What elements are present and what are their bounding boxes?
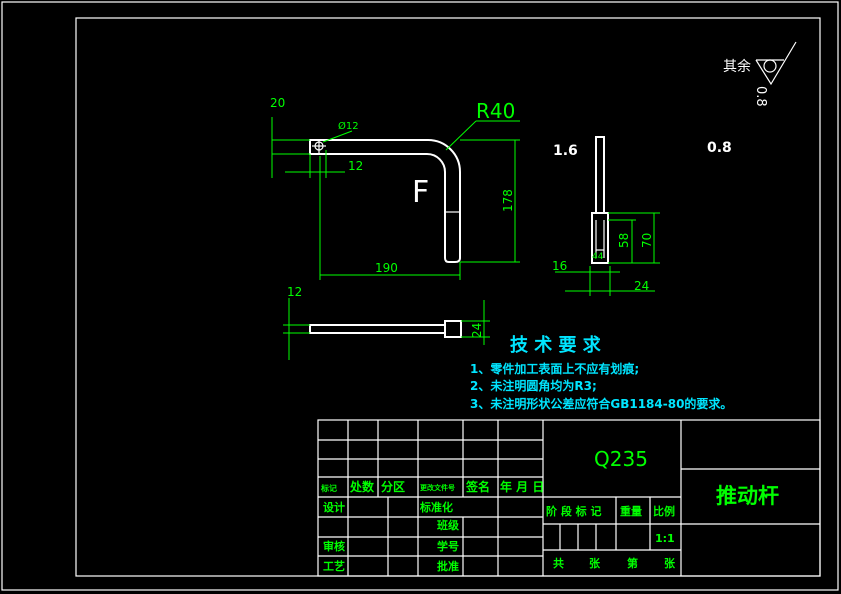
tb-process: 工艺 bbox=[323, 559, 345, 573]
dim-12-top: 12 bbox=[287, 285, 302, 299]
tb-header-date: 年 月 日 bbox=[500, 479, 544, 494]
tb-header-count: 处数 bbox=[349, 479, 375, 494]
tb-review: 审核 bbox=[323, 539, 345, 553]
top-view: 12 24 bbox=[283, 285, 490, 360]
tb-weight: 重量 bbox=[620, 504, 642, 518]
dim-dia12: Ø12 bbox=[338, 120, 359, 132]
tb-sheet-no: 第 bbox=[627, 556, 638, 570]
tb-scale-value: 1:1 bbox=[655, 532, 675, 545]
tb-class: 班级 bbox=[437, 518, 460, 532]
dim-r40: R40 bbox=[476, 99, 515, 123]
tb-student-no: 学号 bbox=[437, 539, 459, 553]
dim-178: 178 bbox=[501, 189, 515, 212]
tb-sheet-unit-2: 张 bbox=[664, 556, 676, 570]
dim-58: 58 bbox=[617, 233, 631, 248]
tb-header-mark: 标记 bbox=[320, 483, 337, 493]
tb-scale-label: 比例 bbox=[653, 504, 675, 518]
roughness-symbol: 其余 0.8 bbox=[723, 41, 797, 107]
dim-190: 190 bbox=[375, 261, 398, 275]
tb-standard: 标准化 bbox=[419, 500, 453, 514]
dim-20: 20 bbox=[270, 96, 285, 110]
requirement-item: 1、零件加工表面上不应有划痕; bbox=[470, 361, 639, 376]
requirements-title: 技 术 要 求 bbox=[510, 334, 602, 356]
roughness-rest-label: 其余 bbox=[723, 58, 751, 75]
tb-approve: 批准 bbox=[437, 559, 459, 573]
tb-header-docno: 更改文件号 bbox=[420, 483, 455, 492]
tb-header-zone: 分区 bbox=[381, 479, 405, 494]
dim-24-side: 24 bbox=[634, 279, 649, 293]
inner-frame bbox=[75, 17, 821, 577]
roughness-value-a: 1.6 bbox=[553, 143, 578, 159]
tb-header-sign: 签名 bbox=[465, 479, 490, 494]
requirement-item: 3、未注明形状公差应符合GB1184-80的要求。 bbox=[470, 396, 732, 411]
rod-outline bbox=[309, 139, 461, 263]
tb-design: 设计 bbox=[323, 500, 345, 514]
side-view: 58 70 16 44 24 bbox=[552, 136, 660, 296]
tb-part-name: 推动杆 bbox=[716, 484, 779, 508]
technical-requirements: 技 术 要 求 1、零件加工表面上不应有划痕; 2、未注明圆角均为R3; 3、未… bbox=[470, 334, 732, 411]
roughness-value-b: 0.8 bbox=[707, 140, 732, 156]
dim-44: 44 bbox=[592, 252, 604, 262]
main-view: 20 Ø12 12 R40 178 190 F bbox=[270, 96, 520, 280]
tb-sheet-unit: 张 bbox=[589, 556, 601, 570]
roughness-rest-value: 0.8 bbox=[753, 86, 768, 107]
view-label: F bbox=[412, 175, 429, 210]
tb-sheet-total: 共 bbox=[553, 556, 564, 570]
title-block: 标记 处数 分区 更改文件号 签名 年 月 日 设计 审核 工艺 标准化 班级 … bbox=[317, 419, 821, 577]
dim-16: 16 bbox=[552, 259, 567, 273]
tb-material: Q235 bbox=[594, 447, 648, 471]
dim-70: 70 bbox=[640, 233, 654, 248]
dim-12-main: 12 bbox=[348, 159, 363, 173]
dim-24-top: 24 bbox=[470, 323, 484, 338]
requirement-item: 2、未注明圆角均为R3; bbox=[470, 378, 597, 393]
tb-stage-mark: 阶 段 标 记 bbox=[546, 504, 602, 518]
